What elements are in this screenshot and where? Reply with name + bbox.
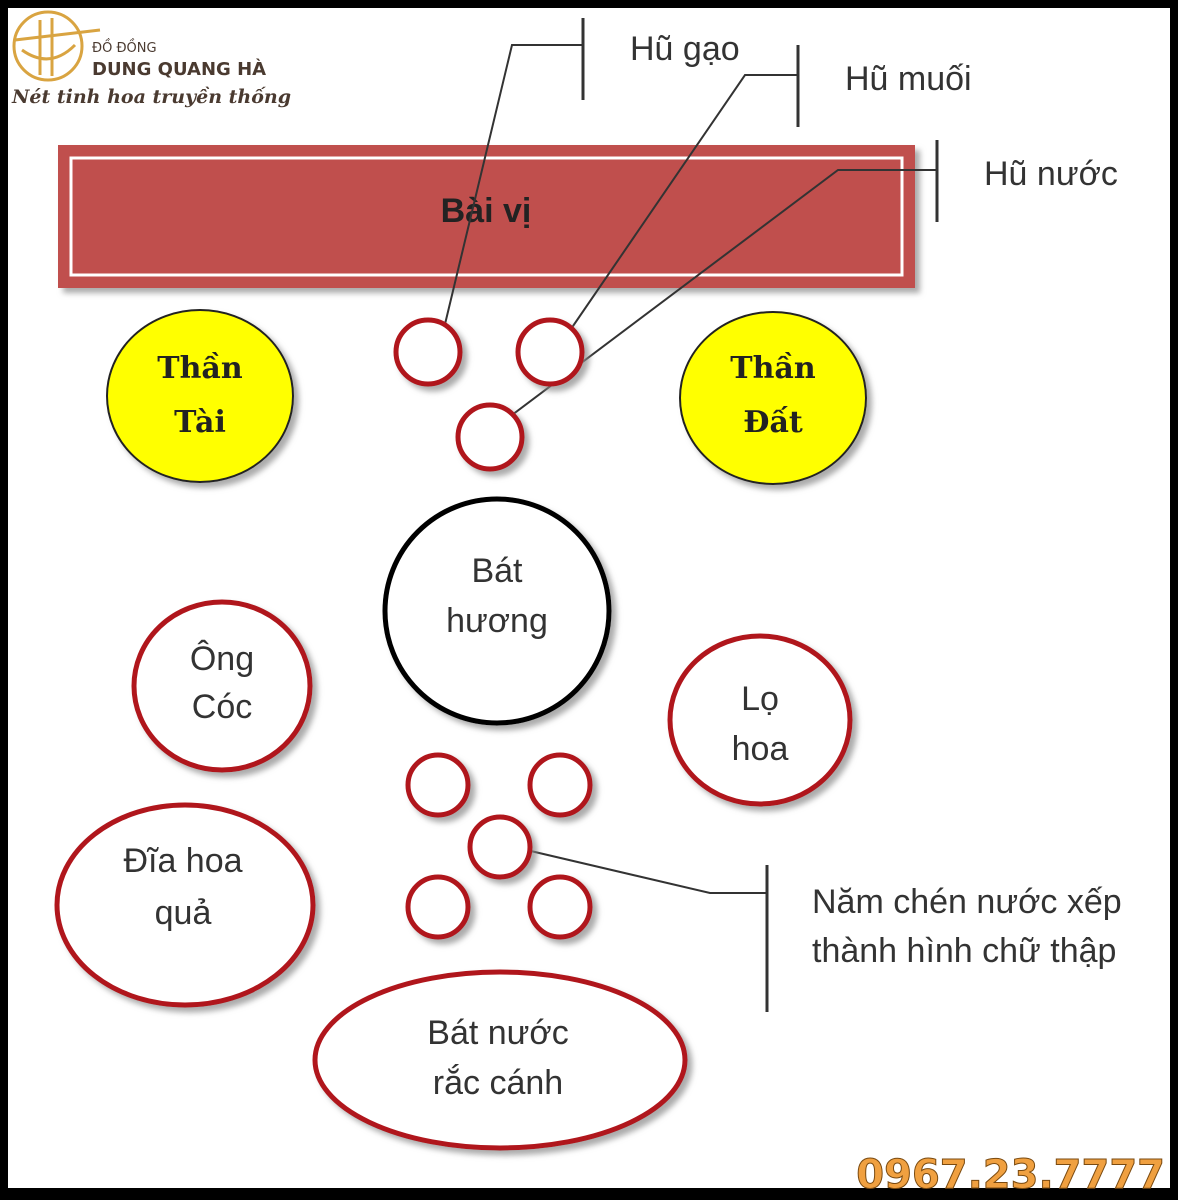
lo-hoa-label: hoa — [732, 730, 789, 768]
bat-huong — [382, 496, 612, 726]
logo: ĐỒ ĐỒNG DUNG QUANG HÀ Nét tinh hoa truyề… — [11, 10, 291, 108]
than-tai-label: Thần — [157, 351, 243, 386]
bat-huong-label: Bát — [471, 552, 523, 590]
jars — [393, 317, 585, 472]
hu-nuoc-label: Hũ nước — [984, 155, 1118, 193]
nam-chen-label: Năm chén nước xếp — [812, 883, 1122, 921]
ong-coc-label: Ông — [190, 640, 254, 678]
logo-line1: ĐỒ ĐỒNG — [92, 39, 157, 56]
dia-hoa-qua-label: Đĩa hoa — [123, 842, 242, 880]
water-cups — [405, 752, 593, 940]
nam-chen-label: thành hình chữ thập — [812, 932, 1116, 970]
ong-coc-label: Cóc — [192, 688, 252, 726]
bat-nuoc-label: rắc cánh — [433, 1064, 563, 1102]
bat-nuoc-label: Bát nước — [427, 1014, 568, 1052]
dia-hoa-qua-label: quả — [155, 894, 212, 932]
than-tai-label: Tài — [174, 405, 226, 440]
lo-hoa-label: Lọ — [741, 680, 779, 718]
offering-rings — [54, 599, 853, 1151]
hu-muoi-label: Hũ muối — [845, 60, 972, 98]
hu-gao-label: Hũ gạo — [630, 30, 740, 68]
logo-emblem-icon — [12, 10, 84, 82]
bai-vi — [58, 145, 915, 288]
than-dat-label: Thần — [730, 351, 816, 386]
logo-slogan: Nét tinh hoa truyền thống — [11, 86, 291, 108]
callout-lines — [439, 18, 939, 1012]
bai-vi-label: Bài vị — [441, 192, 532, 230]
than-dat-label: Đất — [743, 405, 803, 440]
bat-huong-label: hương — [446, 602, 548, 640]
logo-line2: DUNG QUANG HÀ — [92, 58, 266, 80]
than-circles — [106, 309, 867, 485]
phone-number: 0967.23.7777 — [856, 1152, 1165, 1198]
